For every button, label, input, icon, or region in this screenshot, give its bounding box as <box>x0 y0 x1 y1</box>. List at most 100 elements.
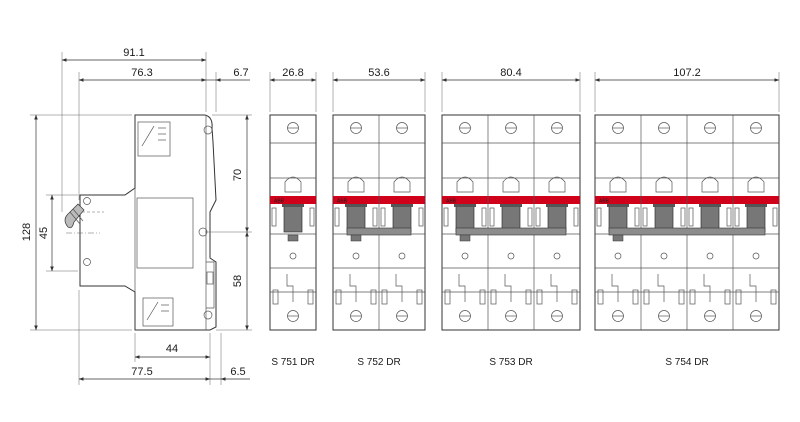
handle-cap <box>546 204 568 207</box>
lower-clip-right <box>525 289 532 305</box>
side-clip-left <box>535 207 541 227</box>
front-model-label: S 752 DR <box>357 357 400 368</box>
lower-clip-right <box>632 289 639 305</box>
rail-clip-slot <box>206 271 214 285</box>
side-clip-left <box>271 207 277 227</box>
lower-clip-left <box>381 289 388 305</box>
front-model-label: S 754 DR <box>665 357 708 368</box>
front-outline <box>441 114 581 331</box>
indicator-circle <box>660 252 668 260</box>
side-clip-right <box>481 207 487 227</box>
dim-label-height: 128 <box>21 223 33 241</box>
side-clip-right <box>634 207 640 227</box>
handle-cap <box>345 204 367 207</box>
side-clip-right <box>726 207 732 227</box>
side-clip-right <box>680 207 686 227</box>
arch-window <box>701 176 719 193</box>
lower-wire <box>286 274 294 302</box>
front-brand-mark: ABB <box>337 199 348 205</box>
dim-label-base-width: 44 <box>166 343 178 355</box>
side-clip-right <box>573 207 579 227</box>
side-screw-left-top <box>83 197 91 205</box>
handle-cap <box>653 204 675 207</box>
side-clip-right <box>772 207 778 227</box>
lower-wire <box>657 274 665 302</box>
lower-clip-left <box>272 289 279 305</box>
side-toggle-handle <box>64 203 85 229</box>
handle-tie-bar <box>346 227 412 236</box>
lower-clip-left <box>597 289 604 305</box>
lower-clip-right <box>678 289 685 305</box>
indicator-circle <box>289 252 297 260</box>
handle-tab <box>459 234 471 242</box>
front-dim-label: 80.4 <box>500 67 521 79</box>
side-clip-right <box>418 207 424 227</box>
front-brand-mark: ABB <box>274 199 285 205</box>
side-clip-left <box>596 207 602 227</box>
lower-clip-right <box>724 289 731 305</box>
lower-clip-right <box>571 289 578 305</box>
side-dimensions: 91.1 76.3 6.7 128 45 70 58 44 77.5 6.5 <box>21 47 250 381</box>
arch-window <box>609 176 627 193</box>
lower-clip-left <box>536 289 543 305</box>
front-red-band <box>442 196 580 204</box>
handle-tie-bar <box>455 227 567 236</box>
handle-cap <box>745 204 767 207</box>
side-clip-left <box>734 207 740 227</box>
handle-cap <box>391 204 413 207</box>
handle-tie-bar <box>608 227 766 236</box>
lower-wire <box>611 274 619 302</box>
front-dim-label: 26.8 <box>282 67 303 79</box>
front-model-label: S 753 DR <box>489 357 532 368</box>
lower-clip-left <box>490 289 497 305</box>
dim-label-total-width: 91.1 <box>123 47 144 59</box>
indicator-circle <box>553 252 561 260</box>
handle-cap <box>282 204 304 207</box>
indicator-circle <box>752 252 760 260</box>
toggle-handle <box>283 205 303 233</box>
side-label-window <box>136 197 194 269</box>
lower-wire <box>550 274 558 302</box>
lower-clip-right <box>370 289 377 305</box>
lower-wire <box>395 274 403 302</box>
handle-cap <box>607 204 629 207</box>
lower-clip-left <box>444 289 451 305</box>
front-dim-label: 107.2 <box>673 67 701 79</box>
handle-cap <box>699 204 721 207</box>
lower-wire <box>749 274 757 302</box>
indicator-circle <box>352 252 360 260</box>
side-screw-bottom <box>203 310 213 320</box>
indicator-circle <box>461 252 469 260</box>
dim-label-rail-height: 45 <box>38 227 50 239</box>
side-extension-lines <box>30 52 252 385</box>
side-body-outline <box>79 114 217 331</box>
arch-window <box>655 176 673 193</box>
dim-label-bottom-width: 77.5 <box>131 366 152 378</box>
handle-cap <box>500 204 522 207</box>
side-clip-right <box>372 207 378 227</box>
side-view <box>64 114 217 331</box>
lower-clip-right <box>770 289 777 305</box>
side-clip-left <box>443 207 449 227</box>
indicator-circle <box>614 252 622 260</box>
lower-clip-right <box>307 289 314 305</box>
arch-window <box>284 176 302 193</box>
dim-label-upper: 70 <box>232 169 244 181</box>
lower-clip-left <box>735 289 742 305</box>
indicator-circle <box>507 252 515 260</box>
front-model-label: S 751 DR <box>271 357 314 368</box>
lower-wire <box>504 274 512 302</box>
front-outline <box>269 114 317 331</box>
dim-label-body-width: 76.3 <box>131 67 152 79</box>
arch-window <box>548 176 566 193</box>
front-red-band <box>270 196 316 204</box>
side-screw-top <box>203 125 213 135</box>
rail-clip <box>206 261 215 309</box>
side-clip-left <box>642 207 648 227</box>
lower-clip-left <box>335 289 342 305</box>
dim-label-right-offset: 6.7 <box>233 67 248 79</box>
